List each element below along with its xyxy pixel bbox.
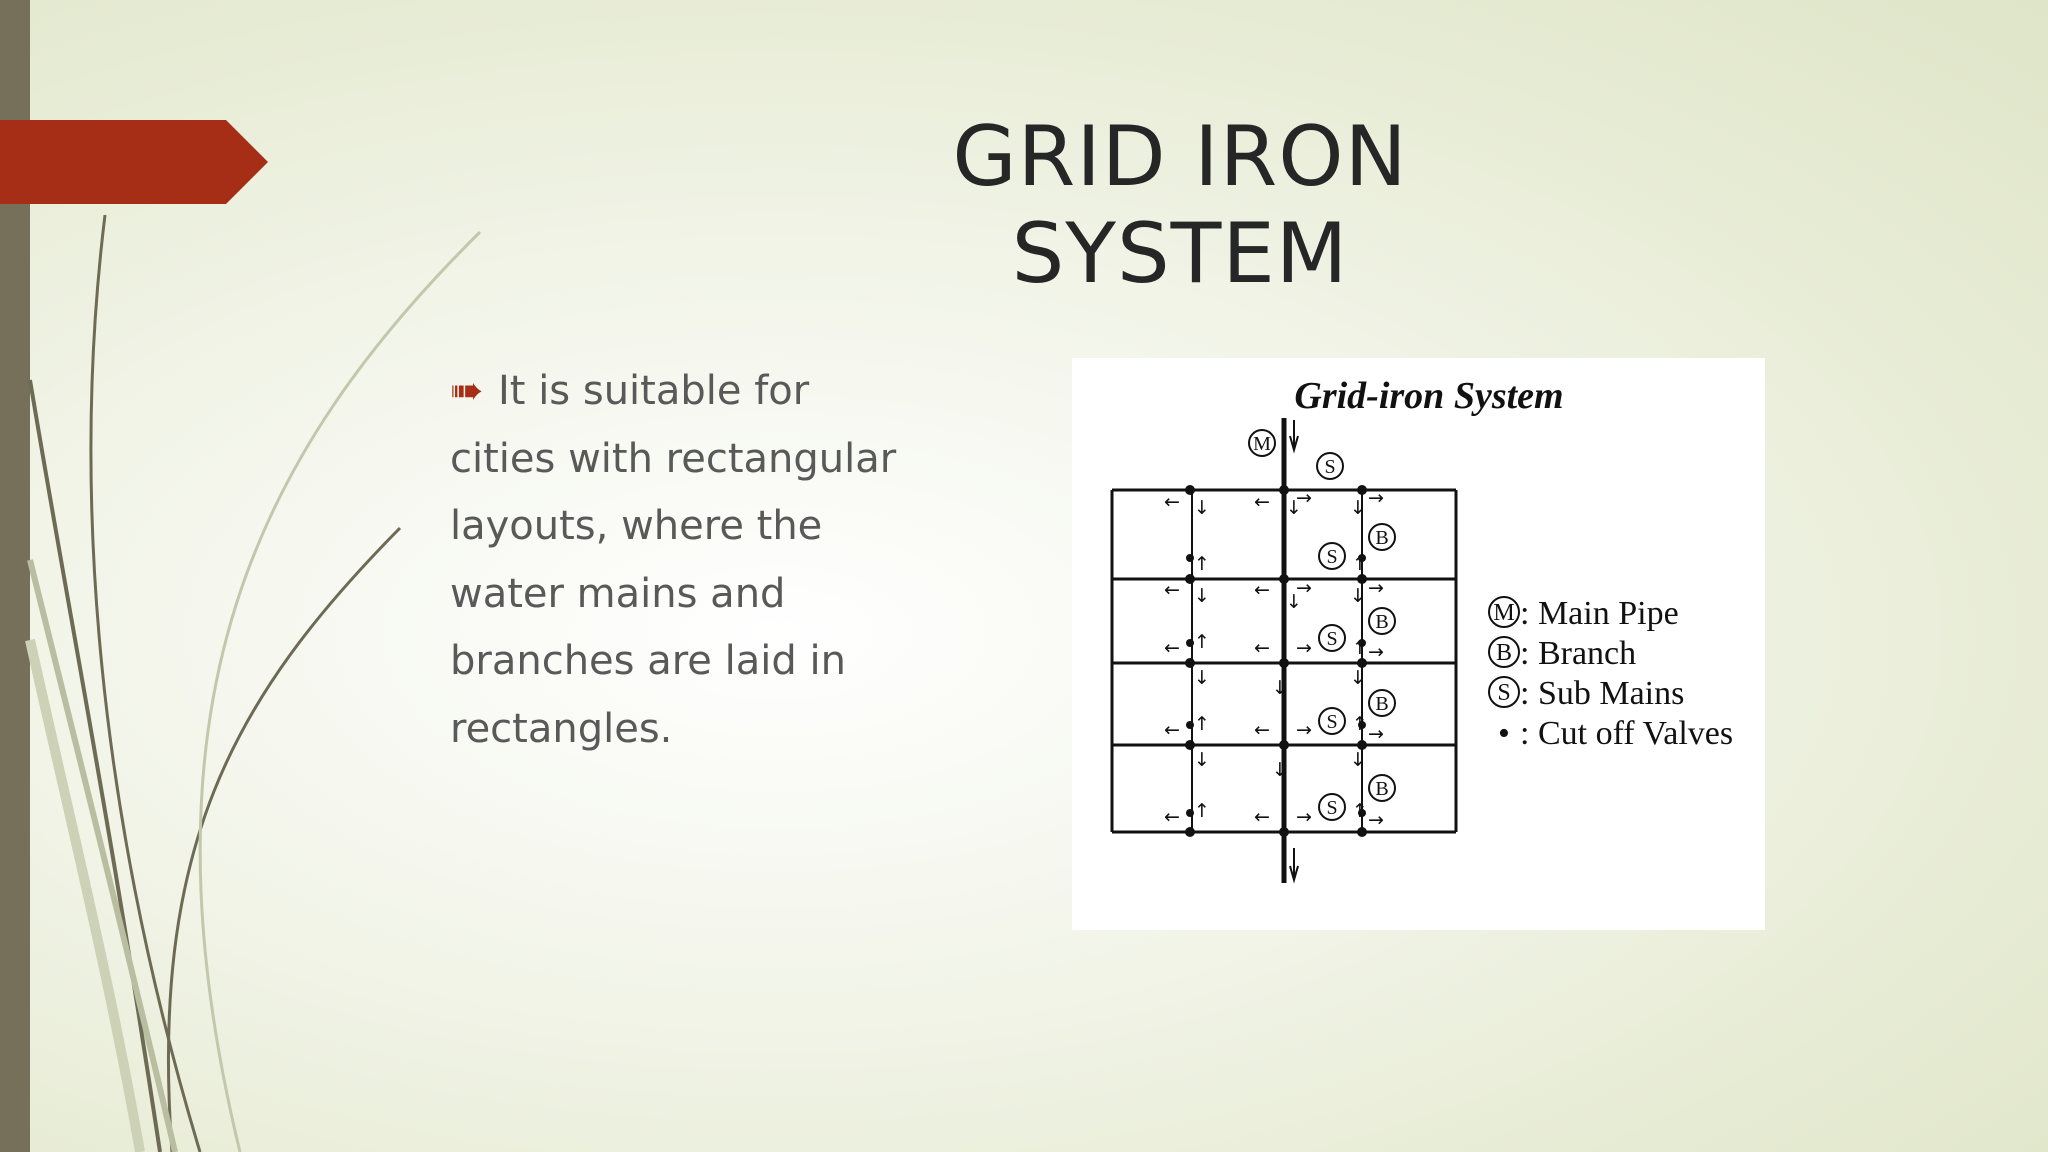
svg-text:←: ← [1254, 491, 1270, 513]
svg-text:↑: ↑ [1194, 553, 1210, 575]
svg-text:←: ← [1164, 806, 1180, 828]
svg-text:↓: ↓ [1194, 497, 1210, 519]
branch-labels: B B B B [1368, 523, 1396, 802]
svg-text:M: M [1253, 433, 1271, 455]
legend-item-branch: B : Branch [1488, 635, 1636, 672]
svg-text:↓: ↓ [1350, 585, 1366, 607]
svg-text:→: → [1296, 487, 1312, 509]
legend-item-valves: • : Cut off Valves [1498, 715, 1733, 752]
svg-text:↓: ↓ [1350, 749, 1366, 771]
svg-text:←: ← [1254, 806, 1270, 828]
svg-text:B: B [1375, 527, 1388, 549]
svg-text:B: B [1375, 693, 1388, 715]
svg-text:↑: ↑ [1352, 713, 1368, 735]
diagram-legend: M : Main Pipe B : Branch S : Sub Mains •… [1488, 595, 1733, 752]
bullet-paragraph: ➠It is suitable for cities with rectangu… [450, 358, 920, 763]
svg-text:: Sub Mains: : Sub Mains [1520, 675, 1684, 712]
svg-text:S: S [1326, 797, 1337, 819]
svg-text:←: ← [1164, 579, 1180, 601]
svg-text:→: → [1368, 487, 1384, 509]
svg-text:↓: ↓ [1194, 585, 1210, 607]
title-accent-arrow [0, 120, 268, 204]
svg-text:←: ← [1254, 719, 1270, 741]
svg-text:→: → [1296, 719, 1312, 741]
curve-5 [27, 559, 178, 1152]
svg-text:S: S [1326, 711, 1337, 733]
curve-1 [28, 379, 162, 1152]
diagram-title: Grid-iron System [1294, 375, 1563, 417]
svg-text:→: → [1368, 577, 1384, 599]
sub-main-labels: S S S S S [1316, 452, 1346, 821]
svg-text:→: → [1368, 641, 1384, 663]
svg-text:B: B [1375, 778, 1388, 800]
svg-text:↑: ↑ [1352, 553, 1368, 575]
bullet-text: It is suitable for cities with rectangul… [450, 368, 897, 752]
svg-text:↑: ↑ [1194, 631, 1210, 653]
svg-text:↑: ↑ [1194, 800, 1210, 822]
svg-text:↓: ↓ [1286, 591, 1302, 613]
svg-text:↓: ↓ [1194, 667, 1210, 689]
svg-text:↑: ↑ [1194, 713, 1210, 735]
arrow-bullet-icon: ➠ [450, 368, 484, 414]
svg-text:S: S [1324, 456, 1335, 478]
svg-text:↓: ↓ [1194, 749, 1210, 771]
svg-text:M: M [1493, 600, 1514, 626]
curve-6 [25, 638, 145, 1152]
svg-text:←: ← [1164, 719, 1180, 741]
grid-iron-diagram: Grid-iron System [1072, 358, 1765, 930]
svg-text:←: ← [1164, 637, 1180, 659]
svg-text:→: → [1368, 723, 1384, 745]
main-label: M [1248, 429, 1276, 457]
svg-text:: Main Pipe: : Main Pipe [1520, 595, 1679, 632]
svg-text:•: • [1498, 715, 1510, 752]
svg-text:→: → [1368, 809, 1384, 831]
flow-arrows: ←↓ ←↓→ ↓→ ↑↑ ←↓ ←↓→ ↓→ ←↑ ←→ ↑→ ↓↓↓ ←↑ ←… [1164, 487, 1384, 831]
svg-text:↓: ↓ [1350, 497, 1366, 519]
svg-text:↑: ↑ [1352, 637, 1368, 659]
svg-text:S: S [1326, 546, 1337, 568]
svg-text:B: B [1496, 640, 1512, 666]
svg-text:B: B [1375, 611, 1388, 633]
svg-text:S: S [1497, 680, 1510, 706]
legend-item-sub-mains: S : Sub Mains [1488, 675, 1684, 712]
legend-item-main-pipe: M : Main Pipe [1488, 595, 1679, 632]
curve-3 [166, 526, 402, 1152]
curve-4 [198, 230, 482, 1152]
svg-text:: Cut off Valves: : Cut off Valves [1520, 715, 1733, 752]
curve-2 [89, 214, 202, 1152]
svg-text:←: ← [1164, 491, 1180, 513]
svg-text:→: → [1296, 577, 1312, 599]
svg-text:↓: ↓ [1272, 759, 1288, 781]
cut-off-valves [1185, 485, 1367, 837]
svg-text:: Branch: : Branch [1520, 635, 1636, 672]
svg-text:↓: ↓ [1350, 667, 1366, 689]
svg-text:→: → [1296, 806, 1312, 828]
svg-text:↑: ↑ [1352, 800, 1368, 822]
page-title: GRID IRON SYSTEM [952, 108, 1408, 302]
svg-text:←: ← [1254, 637, 1270, 659]
svg-text:S: S [1326, 628, 1337, 650]
svg-text:↓: ↓ [1272, 677, 1288, 699]
svg-text:→: → [1296, 637, 1312, 659]
svg-text:↓: ↓ [1286, 497, 1302, 519]
svg-text:←: ← [1254, 579, 1270, 601]
